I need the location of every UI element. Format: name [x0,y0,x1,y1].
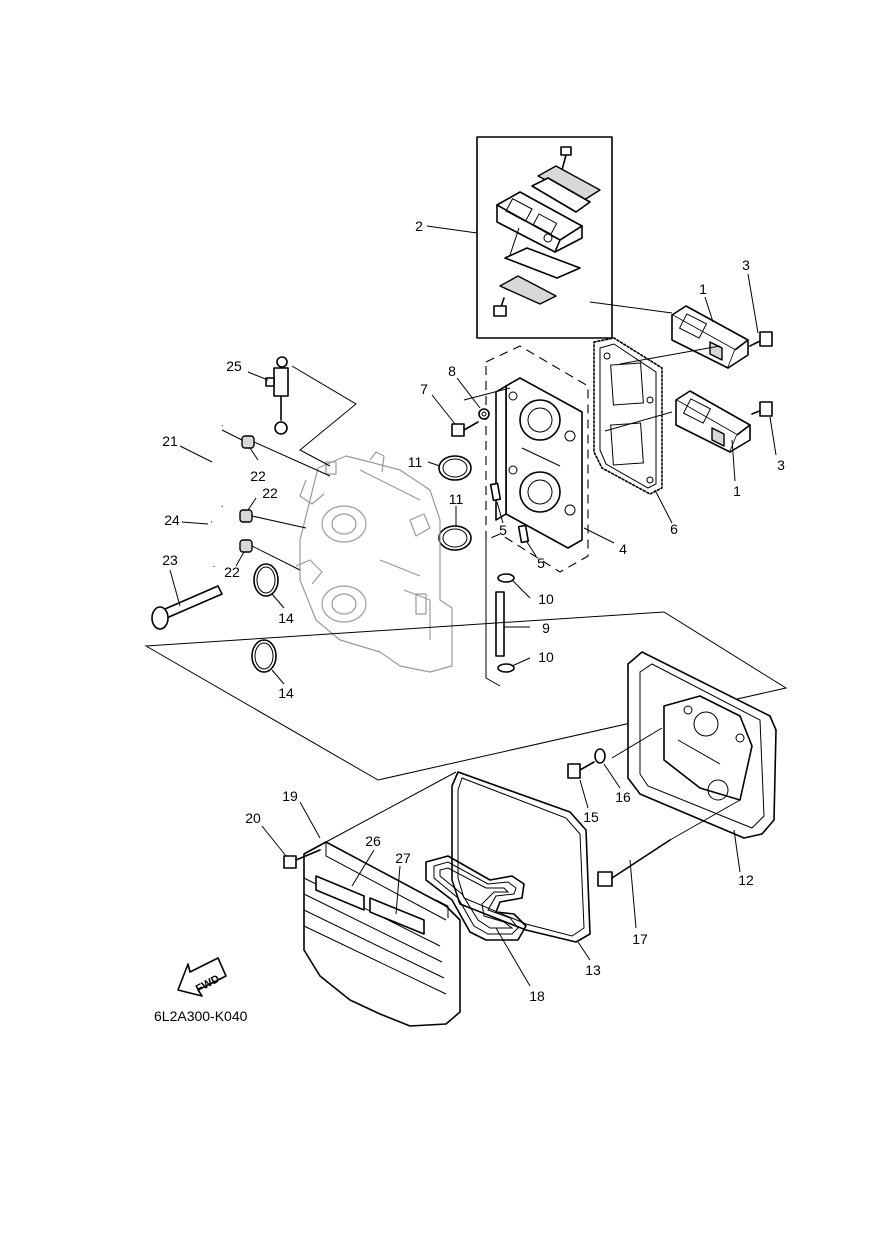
callout-5: 5 [499,522,507,538]
callout-23: 23 [162,552,178,568]
o-ring-11b [438,525,472,551]
reed-valve-upper [671,305,749,369]
decal-26 [315,875,365,911]
callout-4: 4 [619,541,627,557]
callout-10: 10 [538,591,554,607]
gasket-6 [593,337,663,495]
callout-5: 5 [537,555,545,571]
callout-18: 18 [529,988,545,1004]
callout-3: 3 [742,257,750,273]
fwd-arrow-icon: FWD [177,957,227,997]
shaft-23 [151,585,223,630]
inset-screw-bottom [493,297,507,317]
callout-20: 20 [245,810,261,826]
bolt-17 [597,839,671,887]
washer-16 [594,748,606,764]
callout-25: 25 [226,358,242,374]
screw-3-upper [749,331,773,347]
reed-valve-inset [476,136,613,339]
dowel-pin-5a [489,482,502,502]
clip-22b [239,509,253,523]
manifold-dashed-outline [485,345,589,573]
callout-14: 14 [278,610,294,626]
o-ring-14a [253,563,279,597]
callout-10: 10 [538,649,554,665]
o-ring-14b [251,639,277,673]
screw-3-lower [751,401,773,417]
inset-screw-top [560,146,572,171]
callout-24: 24 [164,512,180,528]
screw-20 [283,849,321,869]
callout-3: 3 [777,457,785,473]
callout-12: 12 [738,872,754,888]
gasket-18 [425,855,527,941]
callout-1: 1 [733,483,741,499]
outer-cover-19 [303,841,461,1027]
decal-27 [369,897,425,935]
assembly-plane-outline [144,611,788,781]
fitting-25 [265,356,289,435]
washer-10b [497,663,515,673]
dowel-pin-5b [517,524,530,544]
callout-11: 11 [449,491,464,507]
callout-22: 22 [262,485,278,501]
reed-valve-lower [675,390,751,453]
callout-labels: 1 1 2 3 3 4 5 5 6 7 8 9 10 10 11 11 12 1… [162,218,785,1004]
callout-7: 7 [420,381,428,397]
intake-manifold-4 [495,377,583,549]
inset-gasket [504,247,581,279]
washer-8 [478,408,490,420]
callout-22: 22 [250,468,266,484]
callout-1: 1 [699,281,707,297]
callout-16: 16 [615,789,631,805]
callout-6: 6 [670,521,678,537]
hose-24 [211,520,230,567]
bolt-7 [451,421,479,437]
callout-27: 27 [395,850,411,866]
callout-2: 2 [415,218,423,234]
bolt-15 [567,761,595,779]
callout-19: 19 [282,788,298,804]
gasket-13 [451,771,591,943]
callout-13: 13 [585,962,601,978]
callout-11: 11 [408,454,423,470]
callout-26: 26 [365,833,381,849]
hose-21 [212,425,223,507]
clip-22c [239,539,253,553]
inset-reed-plate [499,275,557,305]
callout-21: 21 [162,433,178,449]
clip-22a [241,435,255,449]
callout-8: 8 [448,363,456,379]
callout-14: 14 [278,685,294,701]
cover-12 [627,651,777,839]
callout-15: 15 [583,809,599,825]
washer-10a [497,573,515,583]
diagram-code: 6L2A300-K040 [154,1008,248,1024]
pin-9 [495,591,505,657]
callout-17: 17 [632,931,648,947]
engine-block [295,451,453,673]
o-ring-11a [438,455,472,481]
callout-9: 9 [542,620,550,636]
callout-22: 22 [224,564,240,580]
